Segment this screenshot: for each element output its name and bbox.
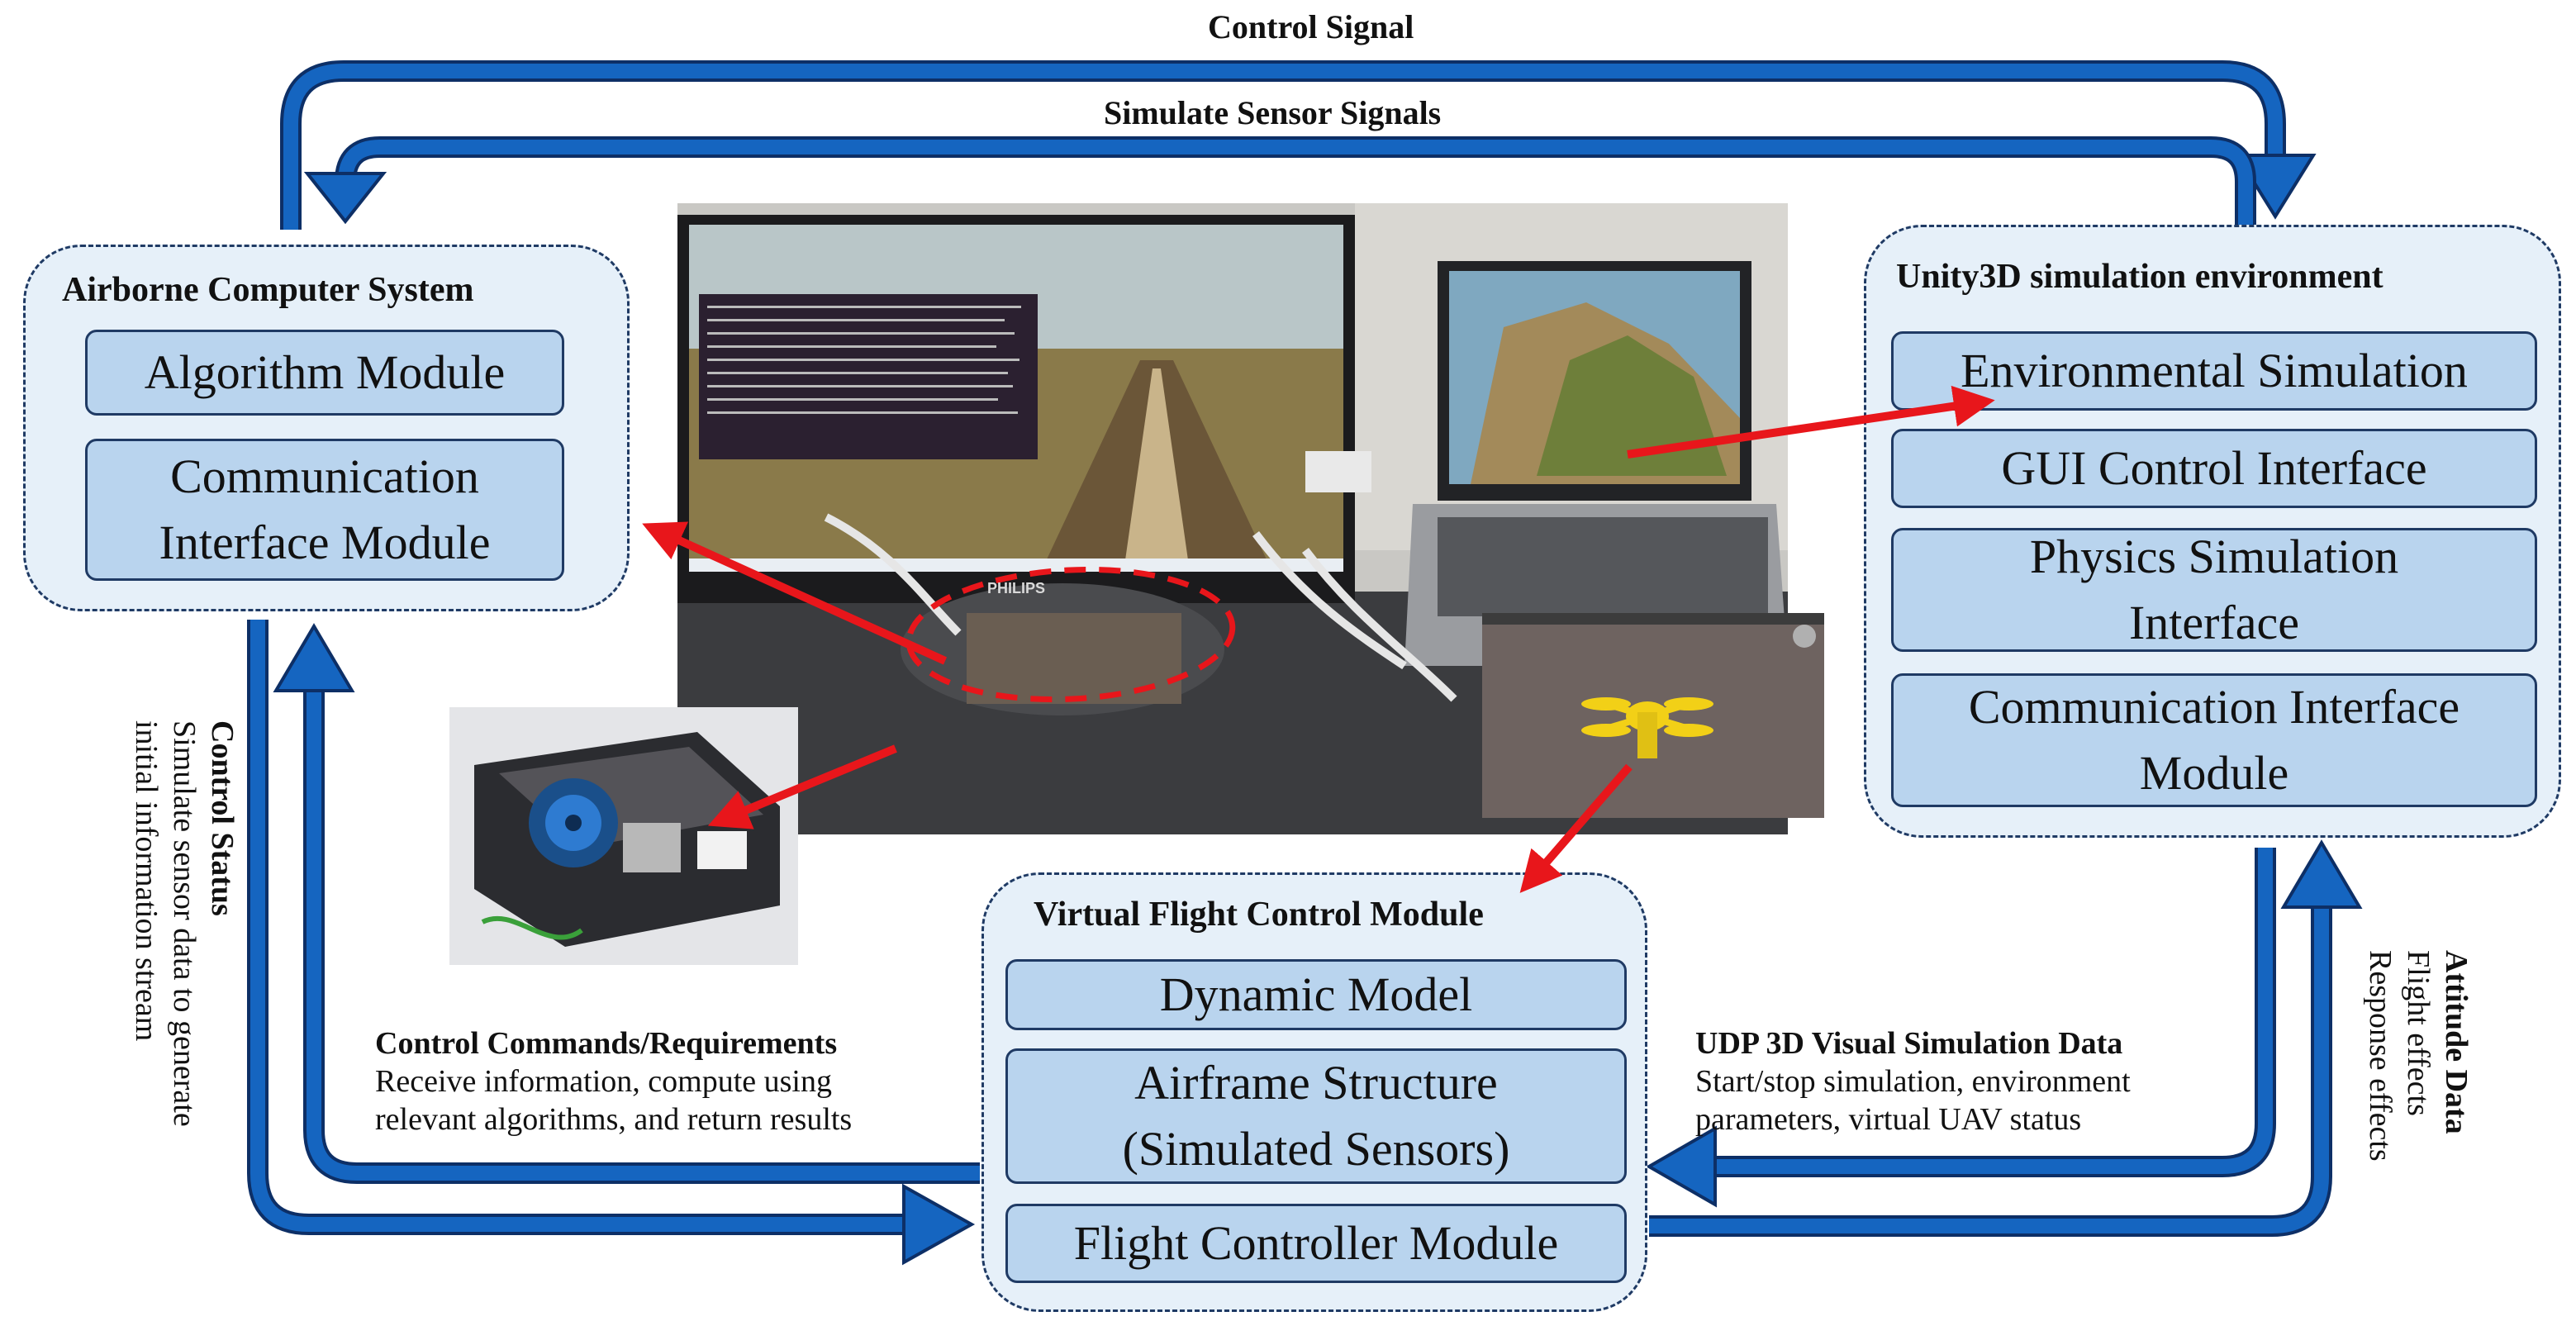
control-status-line1: Simulate sensor data to generate bbox=[167, 720, 202, 1127]
flight-controller-module: Flight Controller Module bbox=[1005, 1204, 1627, 1283]
control-signal-arrow bbox=[280, 60, 2317, 230]
environmental-simulation-module: Environmental Simulation bbox=[1891, 331, 2537, 411]
flight-panel-title: Virtual Flight Control Module bbox=[1034, 896, 1484, 934]
airborne-computer-system-panel: Airborne Computer System Algorithm Modul… bbox=[23, 245, 630, 611]
attitude-data-heading: Attitude Data bbox=[2439, 950, 2474, 1134]
attitude-data-label-group: Attitude Data Flight effects Response ef… bbox=[2361, 950, 2475, 1162]
airborne-panel-title: Airborne Computer System bbox=[62, 271, 474, 309]
control-commands-arrow bbox=[273, 623, 980, 1184]
simulate-sensor-signals-arrow bbox=[303, 136, 2256, 225]
control-status-heading: Control Status bbox=[205, 720, 240, 916]
attitude-data-line1: Flight effects bbox=[2401, 950, 2436, 1116]
control-signal-label: Control Signal bbox=[1208, 8, 1414, 45]
gui-control-interface-module: GUI Control Interface bbox=[1891, 429, 2537, 508]
communication-interface-module-airborne: Communication Interface Module bbox=[85, 439, 564, 581]
control-status-line2: initial information stream bbox=[129, 720, 164, 1042]
unity3d-simulation-panel: Unity3D simulation environment Environme… bbox=[1864, 225, 2561, 838]
control-commands-annotation: Control Commands/Requirements Receive in… bbox=[375, 1024, 852, 1138]
pointer-to-environmental-simulation bbox=[1627, 385, 1995, 459]
airframe-structure-module: Airframe Structure (Simulated Sensors) bbox=[1005, 1048, 1627, 1184]
attitude-data-arrow bbox=[1649, 839, 2363, 1237]
control-status-label-group: Control Status Simulate sensor data to g… bbox=[127, 720, 241, 1127]
udp-visual-data-line1: Start/stop simulation, environment bbox=[1695, 1064, 2131, 1099]
control-commands-heading: Control Commands/Requirements bbox=[375, 1026, 838, 1061]
monitor-brand-text: PHILIPS bbox=[987, 580, 1045, 596]
pointer-to-flight-module bbox=[1519, 763, 1633, 893]
attitude-data-line2: Response effects bbox=[2363, 950, 2398, 1162]
control-status-arrow bbox=[247, 620, 976, 1266]
computer-board-inset bbox=[449, 707, 798, 965]
pointer-to-board-inset bbox=[707, 744, 897, 829]
udp-visual-data-heading: UDP 3D Visual Simulation Data bbox=[1695, 1026, 2123, 1061]
algorithm-module: Algorithm Module bbox=[85, 330, 564, 416]
communication-interface-module-unity: Communication Interface Module bbox=[1891, 673, 2537, 807]
virtual-flight-control-panel: Virtual Flight Control Module Dynamic Mo… bbox=[981, 872, 1647, 1312]
unity-drone-inset bbox=[1482, 613, 1824, 818]
udp-visual-data-arrow bbox=[1645, 848, 2276, 1208]
simulate-sensor-signals-label: Simulate Sensor Signals bbox=[1104, 94, 1442, 131]
udp-visual-data-annotation: UDP 3D Visual Simulation Data Start/stop… bbox=[1695, 1024, 2131, 1138]
control-commands-line1: Receive information, compute using bbox=[375, 1064, 832, 1099]
udp-visual-data-line2: parameters, virtual UAV status bbox=[1695, 1102, 2082, 1137]
pointer-to-airborne bbox=[642, 521, 948, 665]
physics-simulation-interface-module: Physics Simulation Interface bbox=[1891, 528, 2537, 652]
dynamic-model-module: Dynamic Model bbox=[1005, 959, 1627, 1030]
control-commands-line2: relevant algorithms, and return results bbox=[375, 1102, 853, 1137]
unity-panel-title: Unity3D simulation environment bbox=[1896, 258, 2384, 296]
